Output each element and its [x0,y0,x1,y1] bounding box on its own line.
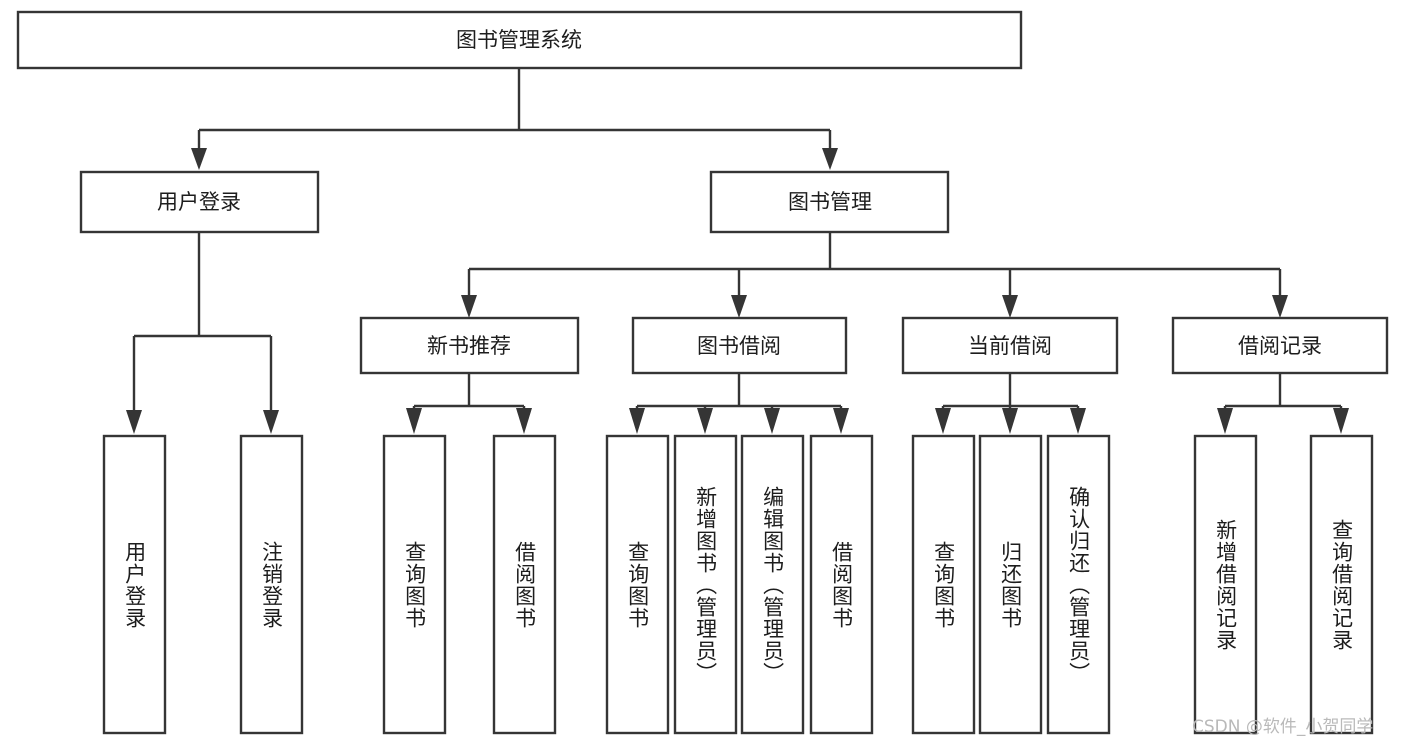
arrow-head-leaf-borrow-book-1 [516,408,532,434]
node-root-box [16,10,1023,70]
leaf-confirm-return-label: 确认归还（管理员） [1066,485,1091,684]
leaf-query-book-recommend-box [382,434,447,735]
connector-edges [126,68,1349,434]
leaf-return-book-box [978,434,1043,735]
leaf-query-book-recommend[interactable]: 查询图书 [382,434,447,735]
leaf-confirm-return[interactable]: 确认归还（管理员） [1046,434,1111,735]
leaf-confirm-return-box [1046,434,1111,735]
leaf-edit-book[interactable]: 编辑图书（管理员） [740,434,805,735]
leaf-return-book-text-area: 归还图书 [998,540,1023,629]
leaf-query-book-borrow-label: 查询图书 [625,540,650,629]
leaf-query-book-current[interactable]: 查询图书 [911,434,976,735]
leaf-query-book-borrow-text-area: 查询图书 [625,540,650,629]
leaf-add-borrow-record-label: 新增借阅记录 [1213,518,1238,651]
leaf-add-book-text-area: 新增图书（管理员） [693,485,718,684]
node-current-borrow-box [901,316,1119,375]
arrow-head-current-borrow [1002,295,1018,318]
arrow-head-leaf-edit-book [764,408,780,434]
leaf-query-book-current-box [911,434,976,735]
leaf-confirm-return-text-area: 确认归还（管理员） [1066,485,1091,684]
node-book-management[interactable]: 图书管理 [709,170,950,234]
arrow-head-book-mgmt [822,148,838,170]
leaf-borrow-book-text-area: 借阅图书 [829,540,854,629]
arrow-head-leaf-query-book-3 [935,408,951,434]
arrow-head-leaf-query-book-1 [406,408,422,434]
node-book-management-label: 图书管理 [788,190,872,214]
node-new-book-recommend-box [359,316,580,375]
node-current-borrow[interactable]: 当前借阅 [901,316,1119,375]
leaf-borrow-book-recommend-label: 借阅图书 [512,540,537,629]
arrow-head-leaf-confirm-return [1070,408,1086,434]
leaf-add-book[interactable]: 新增图书（管理员） [673,434,738,735]
arrow-head-leaf-add-book [697,408,713,434]
arrow-head-leaf-add-record [1217,408,1233,434]
arrow-head-leaf-return-book [1002,408,1018,434]
leaf-query-book-borrow-box [605,434,670,735]
arrow-head-leaf-query-book-2 [629,408,645,434]
arrow-head-leaf-query-record [1333,408,1349,434]
leaf-add-book-box [673,434,738,735]
node-borrow-record-label: 借阅记录 [1238,334,1322,358]
arrow-head-user-login [191,148,207,170]
leaf-borrow-book-recommend-box [492,434,557,735]
leaf-borrow-book-recommend-text-area: 借阅图书 [512,540,537,629]
leaf-edit-book-box [740,434,805,735]
leaf-return-book[interactable]: 归还图书 [978,434,1043,735]
leaf-logout-text-area: 注销登录 [259,540,284,629]
leaf-add-book-label: 新增图书（管理员） [693,485,718,684]
node-root-library-system[interactable]: 图书管理系统 [16,10,1023,70]
leaf-borrow-book-label: 借阅图书 [829,540,854,629]
leaf-logout[interactable]: 注销登录 [239,434,304,735]
leaf-query-borrow-record-box [1309,434,1374,735]
node-book-management-box [709,170,950,234]
leaf-borrow-book-recommend[interactable]: 借阅图书 [492,434,557,735]
node-book-borrow[interactable]: 图书借阅 [631,316,848,375]
arrow-head-leaf-borrow-book-2 [833,408,849,434]
arrow-head-leaf-user-login [126,410,142,434]
node-book-borrow-box [631,316,848,375]
node-new-book-recommend-label: 新书推荐 [427,334,511,358]
node-user-login-box [79,170,320,234]
leaf-user-login[interactable]: 用户登录 [102,434,167,735]
leaf-return-book-label: 归还图书 [998,540,1023,629]
node-root-label: 图书管理系统 [456,28,582,52]
leaf-logout-box [239,434,304,735]
arrow-head-book-borrow [731,295,747,318]
leaf-edit-book-label: 编辑图书（管理员） [760,485,785,684]
leaf-logout-label: 注销登录 [259,540,284,629]
arrow-head-new-book-rec [461,295,477,318]
arrow-head-borrow-record [1272,295,1288,318]
leaf-query-book-current-label: 查询图书 [931,540,956,629]
node-user-login-label: 用户登录 [157,190,241,214]
leaf-query-borrow-record[interactable]: 查询借阅记录 [1309,434,1374,735]
leaf-borrow-book-box [809,434,874,735]
node-borrow-record-box [1171,316,1389,375]
leaf-query-book-recommend-label: 查询图书 [402,540,427,629]
leaf-query-book-current-text-area: 查询图书 [931,540,956,629]
leaf-edit-book-text-area: 编辑图书（管理员） [760,485,785,684]
leaf-add-borrow-record-text-area: 新增借阅记录 [1213,518,1238,651]
leaf-user-login-label: 用户登录 [122,540,147,629]
node-new-book-recommend[interactable]: 新书推荐 [359,316,580,375]
arrow-head-leaf-logout [263,410,279,434]
leaf-user-login-box [102,434,167,735]
leaf-user-login-text-area: 用户登录 [122,540,147,629]
leaf-query-borrow-record-label: 查询借阅记录 [1329,518,1354,651]
leaf-borrow-book[interactable]: 借阅图书 [809,434,874,735]
node-current-borrow-label: 当前借阅 [968,334,1052,358]
leaf-query-borrow-record-text-area: 查询借阅记录 [1329,518,1354,651]
leaf-add-borrow-record[interactable]: 新增借阅记录 [1193,434,1258,735]
leaf-add-borrow-record-box [1193,434,1258,735]
leaf-query-book-recommend-text-area: 查询图书 [402,540,427,629]
node-borrow-record[interactable]: 借阅记录 [1171,316,1389,375]
node-book-borrow-label: 图书借阅 [697,334,781,358]
node-user-login[interactable]: 用户登录 [79,170,320,234]
leaf-query-book-borrow[interactable]: 查询图书 [605,434,670,735]
